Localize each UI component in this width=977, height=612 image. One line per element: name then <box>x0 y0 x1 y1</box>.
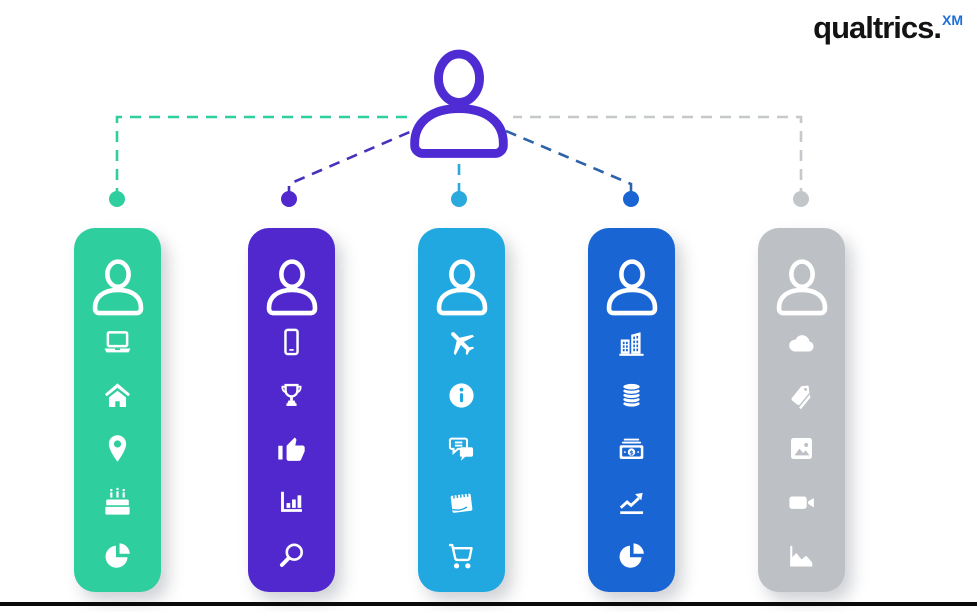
pie-chart-icon <box>615 539 648 572</box>
trophy-icon <box>275 379 308 412</box>
card-green-row-5 <box>74 529 161 582</box>
price-tags-icon <box>785 379 818 412</box>
card-blue-row-1 <box>588 316 675 369</box>
connector-green-line <box>115 115 407 199</box>
connector-purple-line <box>287 129 413 197</box>
connector-gray-line <box>513 115 803 199</box>
coin-stack-icon <box>615 379 648 412</box>
trend-up-chart-icon <box>615 486 648 519</box>
person-outline-icon <box>89 258 147 316</box>
card-blue-row-4 <box>588 476 675 529</box>
card-green-row-0 <box>74 228 161 316</box>
person-outline-icon <box>410 49 508 158</box>
money-bills-icon: $ <box>615 432 648 465</box>
area-chart-icon <box>785 539 818 572</box>
connector-green-dot <box>109 191 125 207</box>
card-sky-blue-row-3 <box>418 422 505 475</box>
magnifier-icon <box>275 539 308 572</box>
card-purple <box>248 228 335 592</box>
card-sky-blue-row-1 <box>418 316 505 369</box>
video-camera-icon <box>785 486 818 519</box>
thumbs-up-icon <box>275 432 308 465</box>
person-outline-icon <box>773 258 831 316</box>
card-sky-blue-row-2 <box>418 369 505 422</box>
airplane-icon <box>445 326 478 359</box>
connector-sky-blue-dot <box>451 191 467 207</box>
card-gray-row-3 <box>758 422 845 475</box>
card-purple-row-4 <box>248 476 335 529</box>
card-gray-row-4 <box>758 476 845 529</box>
card-green-row-2 <box>74 369 161 422</box>
card-blue: $ <box>588 228 675 592</box>
card-sky-blue <box>418 228 505 592</box>
connector-blue-dot <box>623 191 639 207</box>
card-blue-row-0 <box>588 228 675 316</box>
buildings-icon <box>615 326 648 359</box>
card-sky-blue-row-0 <box>418 228 505 316</box>
card-purple-row-2 <box>248 369 335 422</box>
map-pin-icon <box>101 432 134 465</box>
person-outline-icon <box>433 258 491 316</box>
card-green-row-1 <box>74 316 161 369</box>
card-blue-row-3: $ <box>588 422 675 475</box>
qualtrics-logo: qualtrics.XM <box>813 12 963 43</box>
card-gray-row-1 <box>758 316 845 369</box>
card-gray <box>758 228 845 592</box>
calendar-icon <box>445 486 478 519</box>
cloud-icon <box>785 326 818 359</box>
card-purple-row-5 <box>248 529 335 582</box>
card-purple-row-0 <box>248 228 335 316</box>
qualtrics-wordmark: qualtrics. <box>813 10 942 45</box>
home-icon <box>101 379 134 412</box>
info-circle-icon <box>445 379 478 412</box>
image-photo-icon <box>785 432 818 465</box>
bottom-border-line <box>0 602 977 606</box>
connector-purple-dot <box>281 191 297 207</box>
shopping-cart-icon <box>445 539 478 572</box>
card-purple-row-1 <box>248 316 335 369</box>
svg-text:$: $ <box>629 450 633 457</box>
card-gray-row-0 <box>758 228 845 316</box>
qualtrics-xm-superscript: XM <box>942 12 963 28</box>
card-sky-blue-row-5 <box>418 529 505 582</box>
card-green-row-3 <box>74 422 161 475</box>
card-sky-blue-row-4 <box>418 476 505 529</box>
card-green-row-4 <box>74 476 161 529</box>
card-gray-row-2 <box>758 369 845 422</box>
connector-blue-line <box>505 129 633 197</box>
card-purple-row-3 <box>248 422 335 475</box>
card-green <box>74 228 161 592</box>
card-blue-row-2 <box>588 369 675 422</box>
connector-gray-dot <box>793 191 809 207</box>
bar-chart-icon <box>275 486 308 519</box>
laptop-icon <box>101 326 134 359</box>
pie-chart-icon <box>101 539 134 572</box>
central-person-icon <box>403 46 515 160</box>
card-blue-row-5 <box>588 529 675 582</box>
person-outline-icon <box>603 258 661 316</box>
smartphone-icon <box>275 326 308 359</box>
person-outline-icon <box>263 258 321 316</box>
chat-bubbles-icon <box>445 432 478 465</box>
card-gray-row-5 <box>758 529 845 582</box>
birthday-cake-icon <box>101 486 134 519</box>
